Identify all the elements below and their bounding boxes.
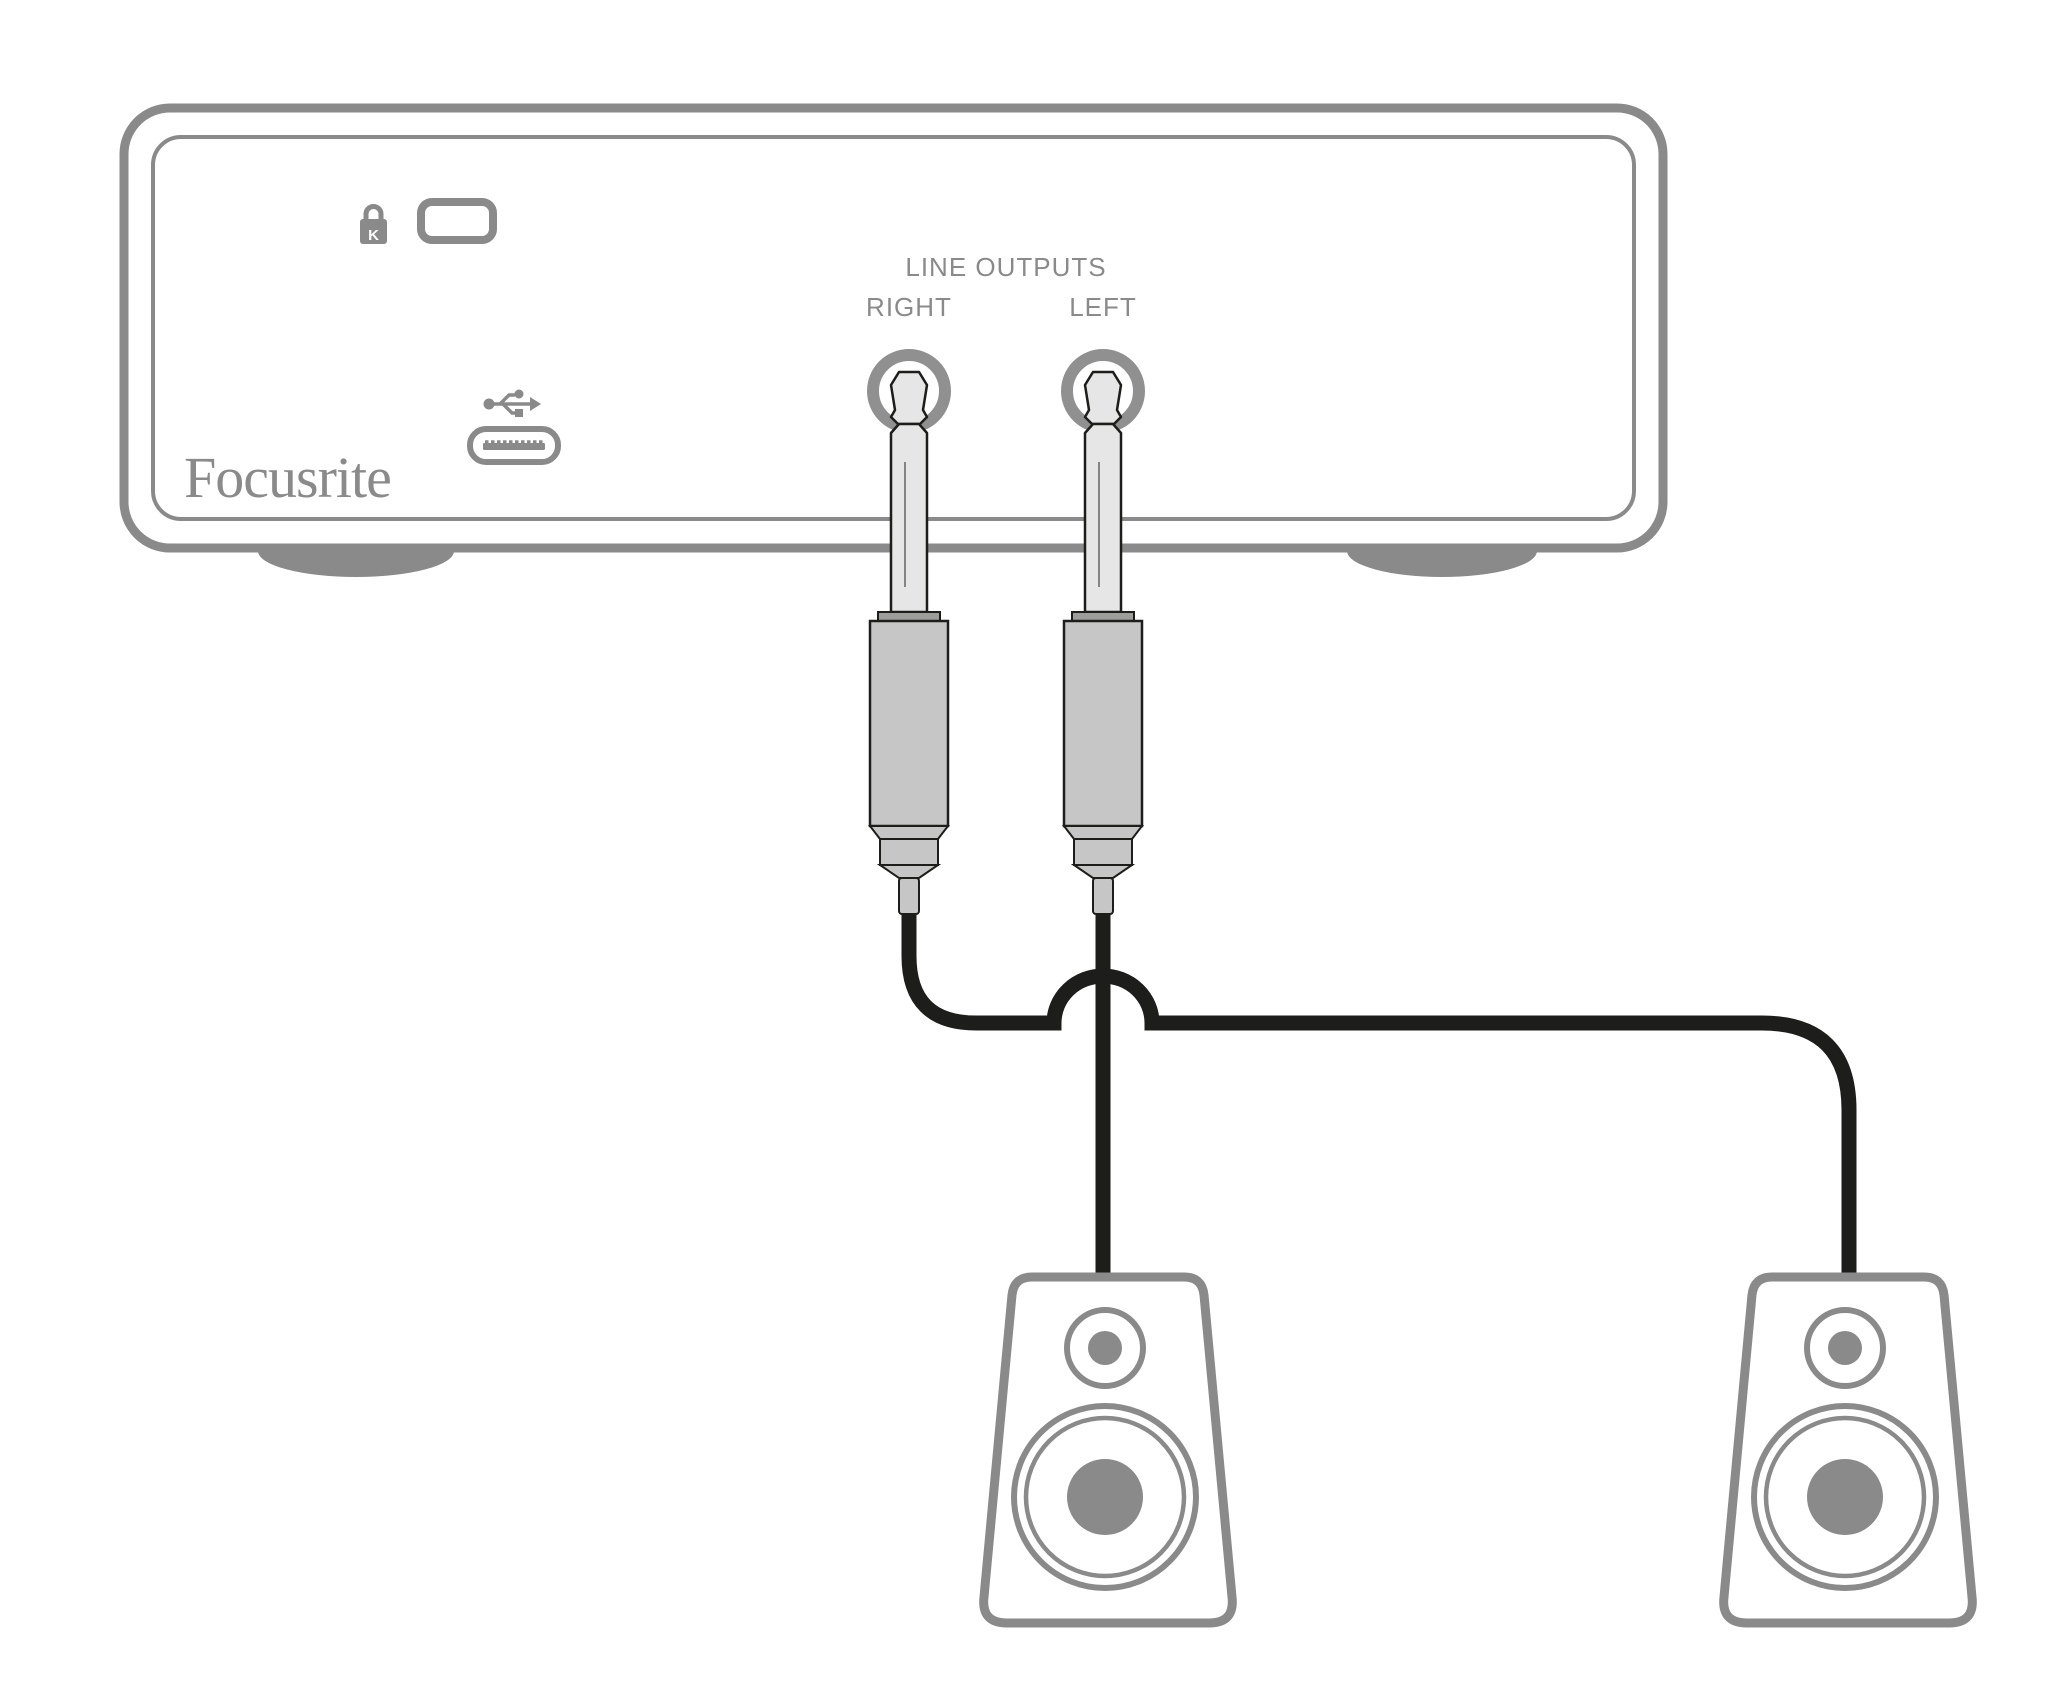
right-monitor-speaker: [1724, 1277, 1973, 1623]
usb-icon-arrowhead: [530, 397, 541, 411]
usb-icon-branch-square: [515, 409, 523, 417]
device-foot-left: [258, 551, 454, 577]
usb-icon-branch-circle: [514, 389, 524, 399]
usb-c-port: [467, 426, 561, 465]
usb-trident-icon: [483, 389, 541, 417]
kensington-lock-icon: K: [360, 204, 387, 244]
usb-icon-upper-branch: [498, 393, 515, 406]
kensington-security-slot: [417, 198, 497, 244]
right-output-cable: [901, 900, 1857, 1276]
kensington-lock-shackle: [363, 204, 384, 221]
usb-icon-lower-branch: [501, 402, 516, 415]
usb-c-port-tongue: [483, 443, 545, 450]
line-outputs-label: LINE OUTPUTS: [905, 252, 1106, 282]
kensington-lock-body: [360, 219, 387, 244]
brand-logo: Focusrite: [184, 445, 391, 510]
left-output-label: LEFT: [1069, 292, 1137, 322]
kensington-lock-letter: K: [368, 227, 379, 244]
left-monitor-speaker: [984, 1277, 1233, 1623]
device-foot-right: [1347, 551, 1537, 577]
right-output-label: RIGHT: [866, 292, 952, 322]
